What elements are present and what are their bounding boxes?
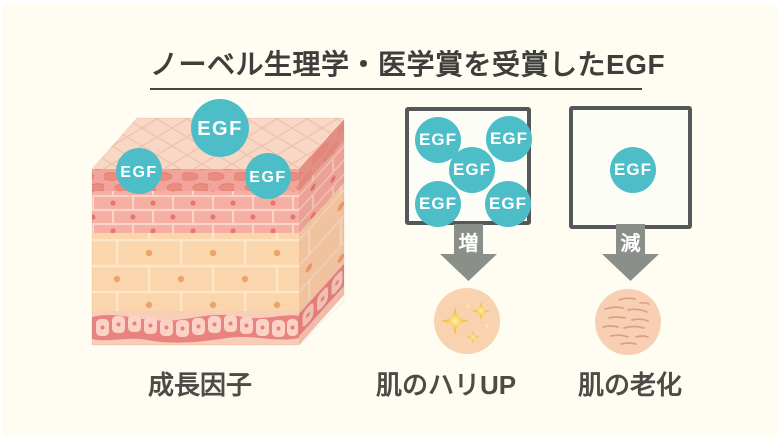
- egf-label: EGF: [453, 160, 491, 179]
- decrease-arrow-icon: 減: [602, 224, 659, 281]
- egf-bubble-right: EGF: [245, 153, 291, 199]
- egf-label: EGF: [489, 194, 527, 213]
- egf-label: EGF: [490, 129, 528, 148]
- egf-label: EGF: [419, 130, 457, 149]
- egf-abundant-box: EGF EGF EGF EGF EGF: [405, 107, 532, 227]
- egf-bubble-label: EGF: [197, 118, 243, 140]
- infographic-card: ノーベル生理学・医学賞を受賞したEGF: [2, 3, 778, 437]
- egf-scarce-box: EGF: [569, 106, 692, 229]
- egf-bubble-label: EGF: [120, 164, 157, 181]
- page-title: ノーベル生理学・医学賞を受賞したEGF: [150, 43, 665, 90]
- egf-circle: EGF: [415, 181, 461, 227]
- caption-skin-aging: 肌の老化: [577, 370, 682, 400]
- egf-bubble-left: EGF: [116, 148, 162, 194]
- egf-circle: EGF: [485, 181, 531, 227]
- increase-arrow-label: 増: [459, 231, 479, 255]
- egf-label: EGF: [419, 194, 457, 213]
- egf-circle: EGF: [449, 147, 495, 193]
- sparkles-icon: [441, 301, 491, 344]
- firm-skin-circle: [434, 288, 500, 354]
- caption-growth-factor: 成長因子: [147, 370, 252, 400]
- skin-layers-cube-illustration: EGF EGF EGF: [91, 99, 345, 346]
- cube-outline: [91, 117, 345, 346]
- decrease-arrow-label: 減: [621, 231, 641, 255]
- egf-label: EGF: [614, 160, 652, 179]
- increase-arrow-icon: 増: [440, 224, 497, 281]
- aged-skin-circle: [595, 289, 661, 355]
- egf-bubble-large: EGF: [191, 99, 249, 157]
- wrinkles-icon: [602, 297, 650, 345]
- egf-circle: EGF: [486, 116, 532, 162]
- basal-layer-cell-dots: [100, 321, 295, 331]
- egf-circle: EGF: [610, 147, 656, 193]
- skin-cube-side-face: [299, 119, 344, 345]
- caption-skin-firmness-up: 肌のハリUP: [375, 370, 517, 400]
- egf-bubble-label: EGF: [249, 169, 286, 186]
